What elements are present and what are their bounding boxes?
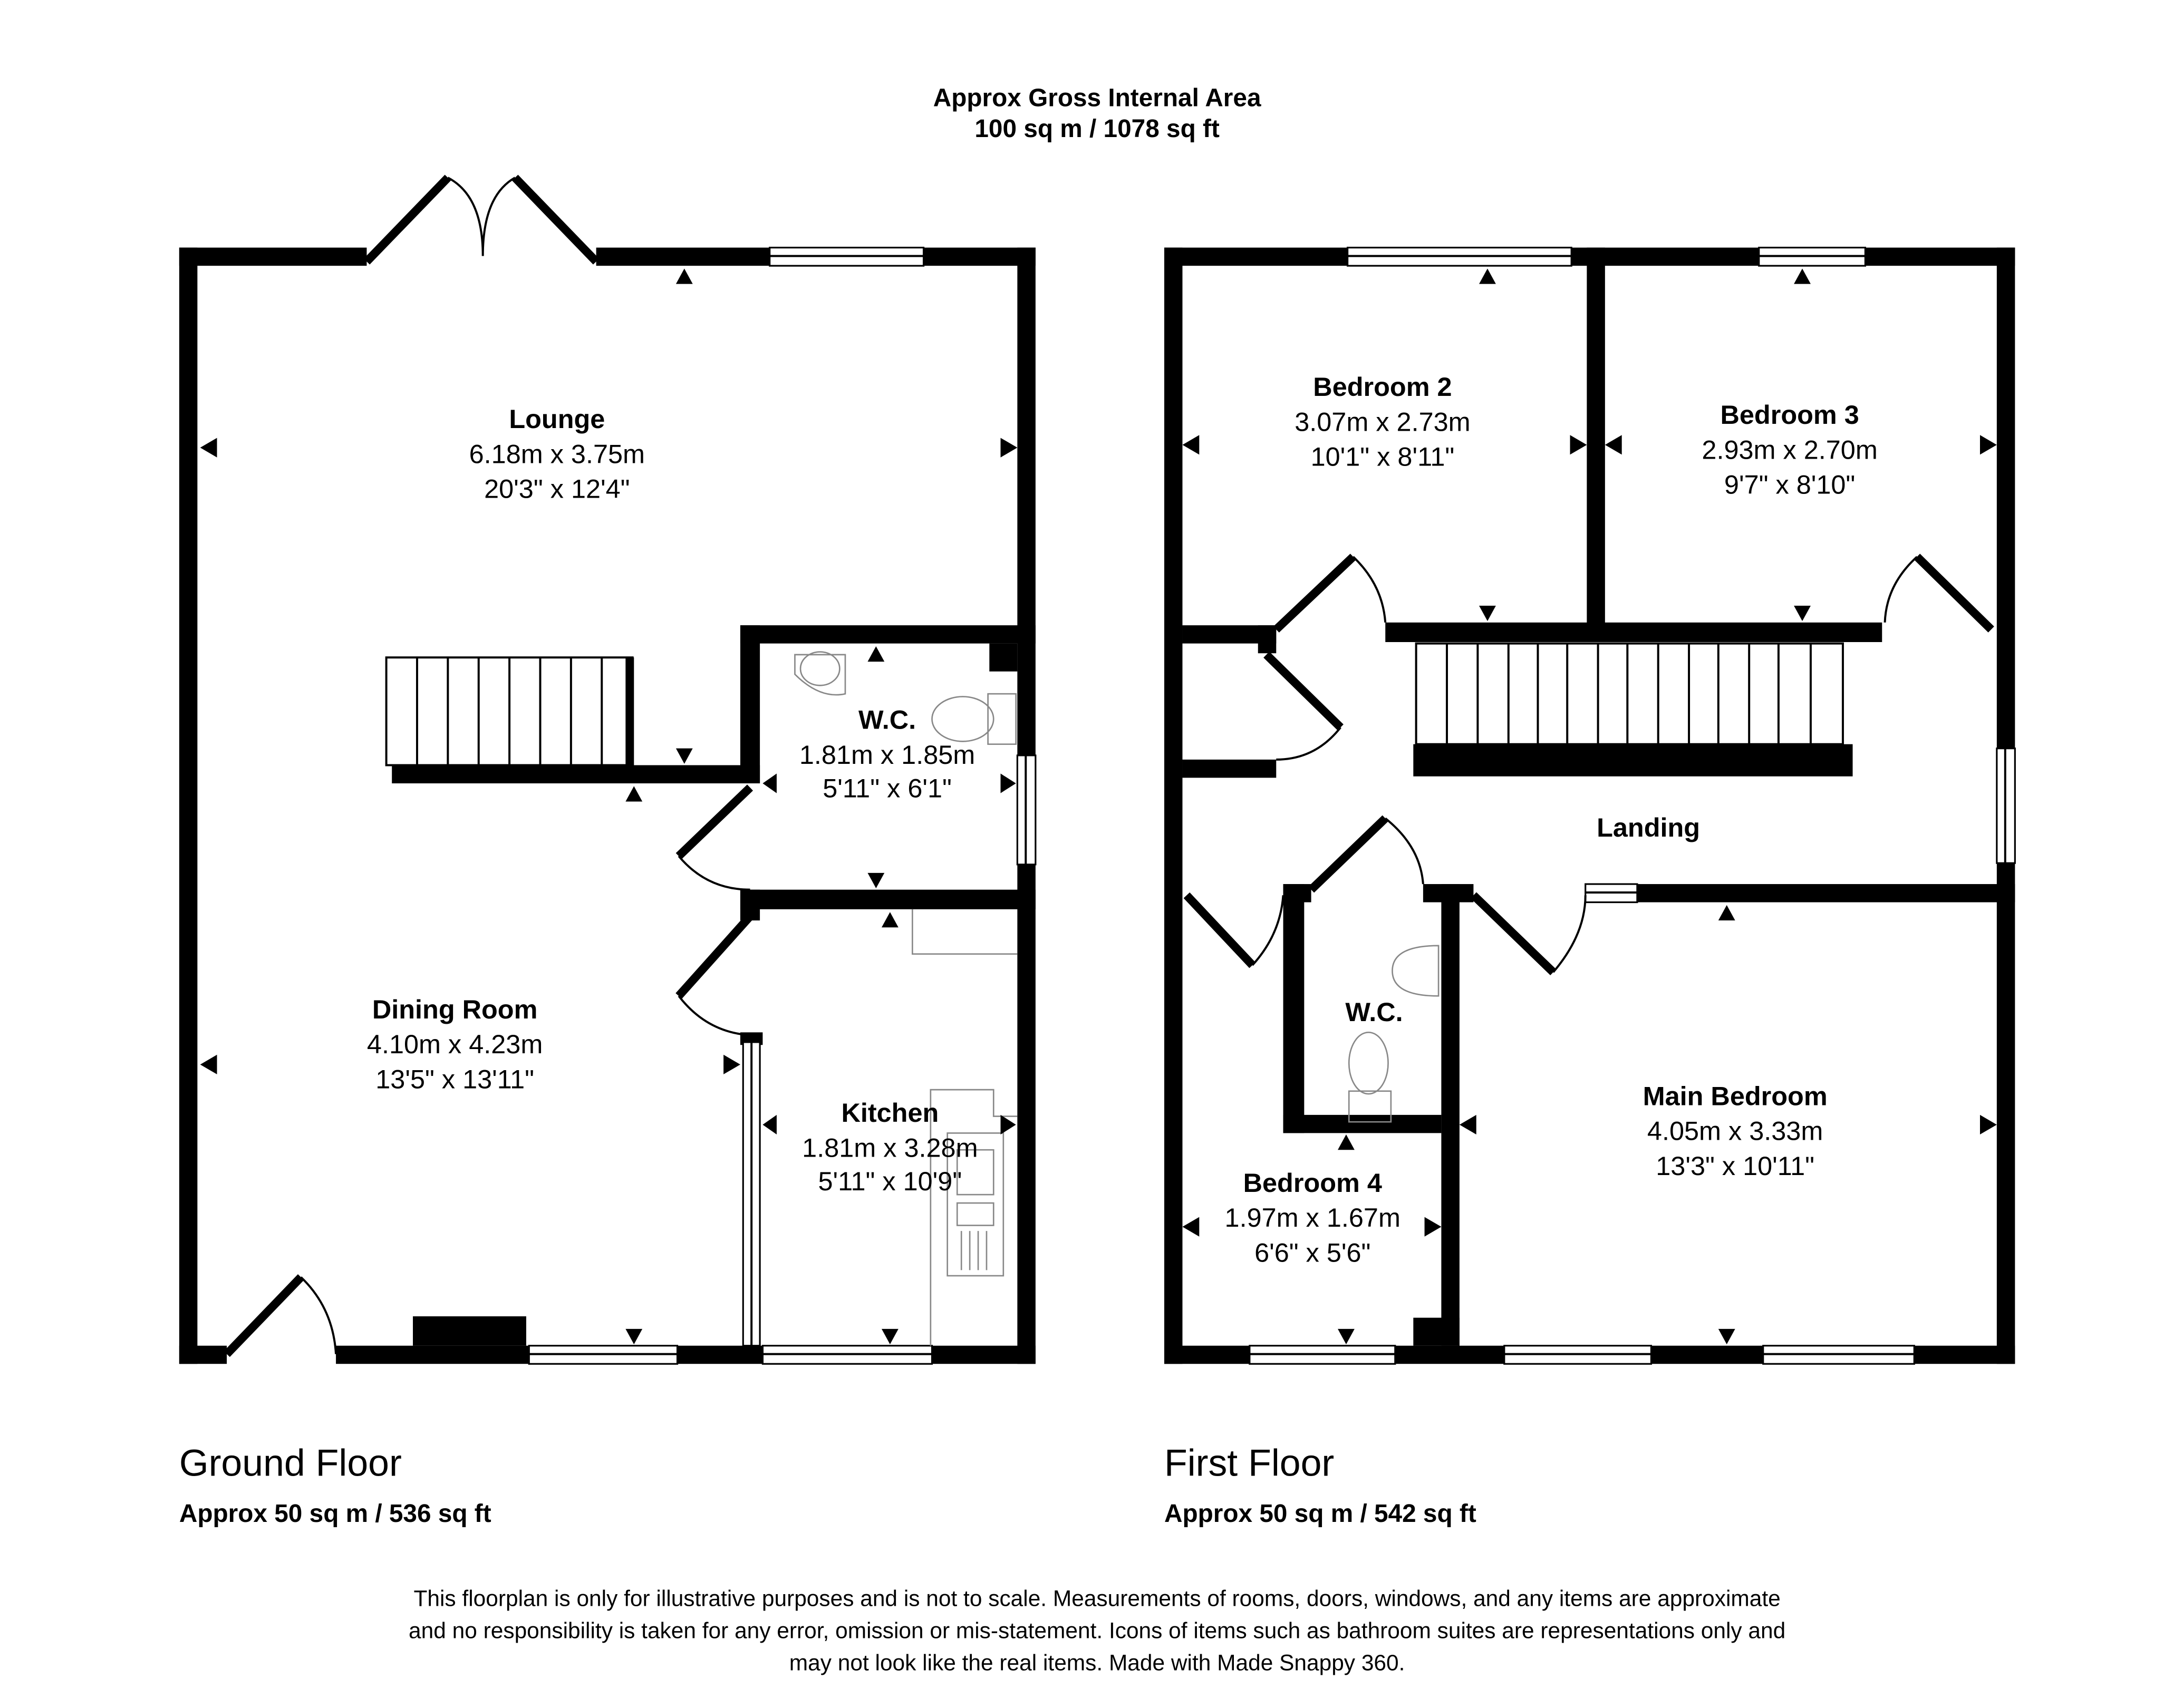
svg-text:Main Bedroom: Main Bedroom [1643,1081,1828,1111]
gross-area-value: 100 sq m / 1078 sq ft [974,115,1220,143]
svg-text:This floorplan is only for ill: This floorplan is only for illustrative … [413,1586,1780,1610]
room-bedroom-4: Bedroom 4 1.97m x 1.67m 6'6" x 5'6" [1225,1168,1400,1268]
svg-text:5'11" x 10'9": 5'11" x 10'9" [818,1166,962,1196]
ground-floor-label: Ground Floor [179,1442,402,1484]
svg-text:3.07m x 2.73m: 3.07m x 2.73m [1295,406,1470,436]
svg-text:13'3" x 10'11": 13'3" x 10'11" [1656,1151,1814,1181]
stairs [1413,642,1853,777]
svg-text:Kitchen: Kitchen [841,1098,939,1128]
svg-text:1.81m x 1.85m: 1.81m x 1.85m [799,740,975,770]
svg-text:Bedroom 4: Bedroom 4 [1243,1168,1382,1198]
svg-text:20'3" x 12'4": 20'3" x 12'4" [484,474,630,504]
room-bedroom-3: Bedroom 3 2.93m x 2.70m 9'7" x 8'10" [1702,400,1877,500]
first-floor-plan: Bedroom 2 3.07m x 2.73m 10'1" x 8'11" Be… [1164,247,2016,1365]
svg-text:Lounge: Lounge [509,404,605,434]
basin-icon [794,651,846,696]
svg-text:4.10m x 4.23m: 4.10m x 4.23m [367,1029,543,1059]
toilet-icon [1348,1032,1392,1123]
room-bedroom-2: Bedroom 2 3.07m x 2.73m 10'1" x 8'11" [1295,372,1470,472]
svg-text:1.81m x 3.28m: 1.81m x 3.28m [802,1132,978,1162]
toilet-icon [931,693,1017,745]
svg-text:1.97m x 1.67m: 1.97m x 1.67m [1225,1202,1400,1233]
svg-text:13'5" x 13'11": 13'5" x 13'11" [375,1064,534,1094]
svg-text:6'6" x 5'6": 6'6" x 5'6" [1254,1238,1370,1268]
room-main-bedroom: Main Bedroom 4.05m x 3.33m 13'3" x 10'11… [1643,1081,1828,1181]
svg-text:10'1" x 8'11": 10'1" x 8'11" [1311,442,1455,472]
first-floor-label: First Floor [1164,1442,1334,1484]
svg-text:may not look like the real ite: may not look like the real items. Made w… [789,1650,1405,1675]
dimension-markers [1182,268,1997,1345]
dimension-markers [200,268,1018,1345]
gross-area-title: Approx Gross Internal Area [933,84,1261,112]
room-wc-first: W.C. [1345,997,1403,1027]
svg-text:2.93m x 2.70m: 2.93m x 2.70m [1702,434,1877,464]
first-floor-area: Approx 50 sq m / 542 sq ft [1164,1500,1476,1528]
fireplace [413,1316,526,1346]
room-landing: Landing [1597,812,1700,842]
disclaimer: This floorplan is only for illustrative … [409,1586,1785,1675]
kitchen-units [912,909,1018,1346]
svg-text:Bedroom 2: Bedroom 2 [1313,372,1452,402]
svg-text:9'7" x 8'10": 9'7" x 8'10" [1724,470,1855,500]
svg-text:5'11" x 6'1": 5'11" x 6'1" [823,773,952,803]
room-lounge: Lounge 6.18m x 3.75m 20'3" x 12'4" [469,404,645,504]
svg-text:and no responsibility is taken: and no responsibility is taken for any e… [409,1618,1785,1643]
svg-text:6.18m x 3.75m: 6.18m x 3.75m [469,439,645,469]
room-dining-room: Dining Room 4.10m x 4.23m 13'5" x 13'11" [367,994,543,1094]
svg-text:4.05m x 3.33m: 4.05m x 3.33m [1647,1116,1823,1146]
svg-text:Bedroom 3: Bedroom 3 [1720,400,1859,430]
basin-icon [1392,945,1440,997]
svg-text:W.C.: W.C. [858,705,916,735]
room-kitchen: Kitchen 1.81m x 3.28m 5'11" x 10'9" [802,1098,978,1196]
room-wc-ground: W.C. 1.81m x 1.85m 5'11" x 6'1" [799,705,975,803]
ground-floor-area: Approx 50 sq m / 536 sq ft [179,1500,491,1528]
svg-text:Dining Room: Dining Room [372,994,538,1024]
ground-floor-plan: Lounge 6.18m x 3.75m 20'3" x 12'4" W.C. … [179,174,1037,1365]
stairs [385,656,634,766]
